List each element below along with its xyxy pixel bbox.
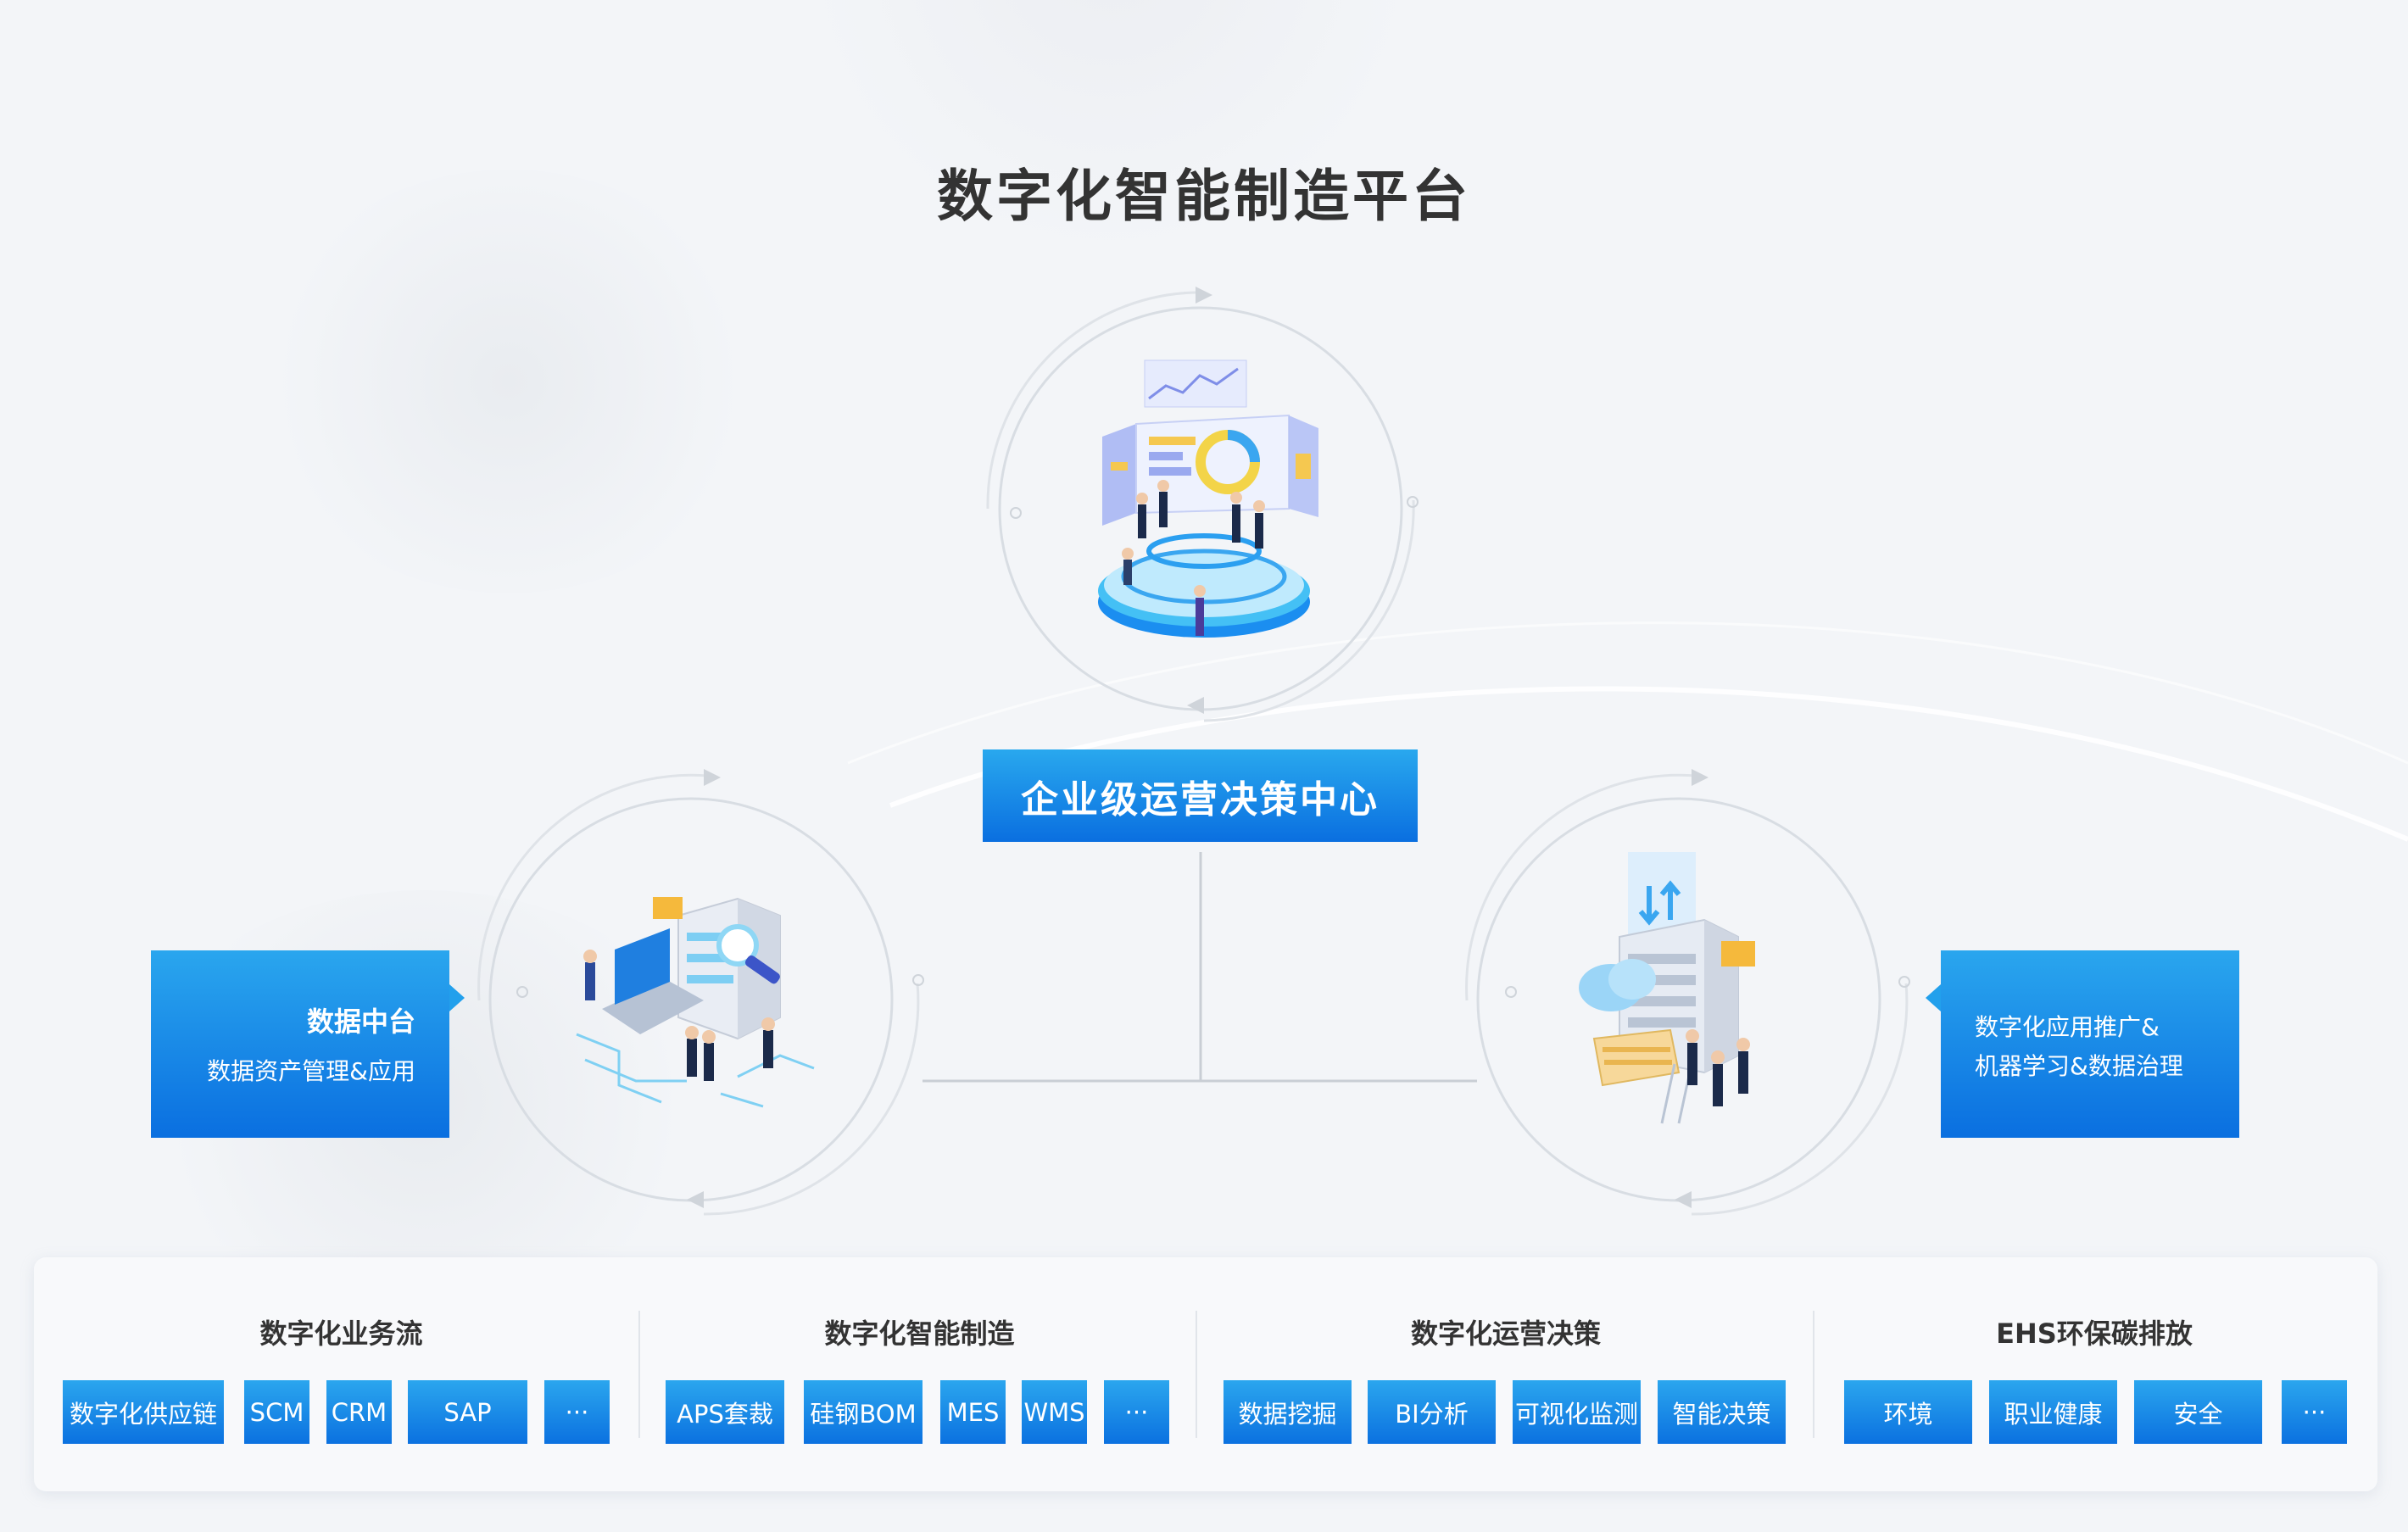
ml-platform-illustration [1579, 852, 1755, 1124]
bottom-panel [34, 1257, 2377, 1491]
item-smart-decision[interactable]: 智能决策 [1658, 1380, 1786, 1444]
column-divider [638, 1311, 640, 1438]
column-divider [1196, 1311, 1197, 1438]
box-pointer [1926, 984, 1941, 1011]
item-bom[interactable]: 硅钢BOM [804, 1380, 923, 1444]
data-platform-box: 数据中台 数据资产管理&应用 [151, 950, 465, 1138]
item-environment[interactable]: 环境 [1844, 1380, 1972, 1444]
item-sap[interactable]: SAP [408, 1380, 527, 1444]
decision-center-box: 企业级运营决策中心 [983, 749, 1418, 842]
item-bi-analysis[interactable]: BI分析 [1368, 1380, 1496, 1444]
right-ring [1465, 769, 1910, 1216]
item-more[interactable]: ··· [2282, 1380, 2347, 1444]
ml-platform-line-2: 机器学习&数据治理 [1975, 1051, 2183, 1080]
data-platform-illustration [576, 897, 815, 1108]
column-title-ehs: EHS环保碳排放 [1996, 1318, 2193, 1350]
column-title-operation-decision: 数字化运营决策 [1410, 1318, 1601, 1350]
item-wms[interactable]: WMS [1022, 1380, 1087, 1444]
left-ring [477, 769, 924, 1216]
column-title-business-flow: 数字化业务流 [259, 1318, 423, 1350]
item-more[interactable]: ··· [544, 1380, 610, 1444]
top-ring [986, 287, 1419, 722]
item-aps[interactable]: APS套裁 [666, 1380, 784, 1444]
item-crm[interactable]: CRM [326, 1380, 392, 1444]
box-pointer [449, 984, 465, 1011]
item-occupational-health[interactable]: 职业健康 [1989, 1380, 2117, 1444]
item-data-mining[interactable]: 数据挖掘 [1224, 1380, 1352, 1444]
item-visual-monitoring[interactable]: 可视化监测 [1513, 1380, 1641, 1444]
ml-platform-box: 数字化应用推广& 机器学习&数据治理 [1926, 950, 2239, 1138]
item-more[interactable]: ··· [1104, 1380, 1169, 1444]
item-scm[interactable]: SCM [244, 1380, 309, 1444]
data-platform-subtitle: 数据资产管理&应用 [207, 1056, 415, 1085]
column-divider [1813, 1311, 1814, 1438]
column-title-smart-manufacturing: 数字化智能制造 [824, 1318, 1015, 1350]
item-safety[interactable]: 安全 [2134, 1380, 2262, 1444]
decision-center-illustration [1098, 359, 1318, 638]
ml-platform-line-1: 数字化应用推广& [1975, 1012, 2160, 1041]
item-supply-chain[interactable]: 数字化供应链 [63, 1380, 224, 1444]
item-mes[interactable]: MES [940, 1380, 1006, 1444]
page-title: 数字化智能制造平台 [937, 164, 1471, 229]
data-platform-title: 数据中台 [306, 1005, 415, 1038]
